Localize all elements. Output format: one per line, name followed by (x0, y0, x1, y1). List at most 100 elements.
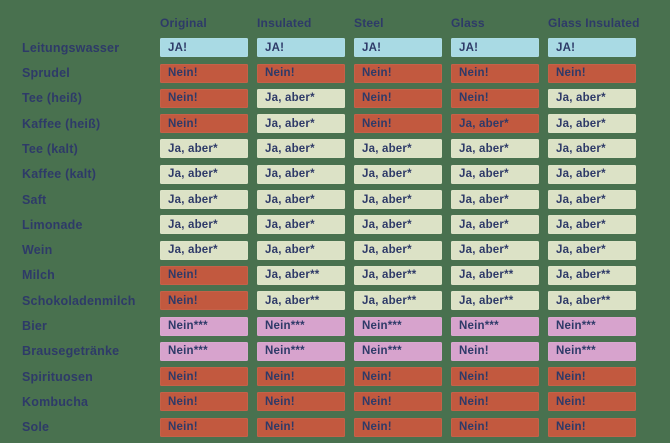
table-cell: Ja, aber* (257, 114, 345, 134)
table-cell: Ja, aber** (354, 265, 442, 285)
table-cell: JA! (548, 38, 636, 58)
row-label: Kombucha (22, 394, 89, 409)
table-cell: Nein! (354, 417, 442, 437)
table-cell: Nein! (548, 392, 636, 412)
column-header-insulated: Insulated (257, 16, 312, 30)
table-cell: Ja, aber* (354, 139, 442, 159)
table-cell: Ja, aber* (160, 139, 248, 159)
table-cell: Nein*** (160, 316, 248, 336)
table-cell: Ja, aber* (451, 139, 539, 159)
table-cell: JA! (354, 38, 442, 58)
row-label: Saft (22, 192, 47, 207)
table-cell: Nein! (160, 265, 248, 285)
table-cell: Ja, aber* (257, 164, 345, 184)
table-cell: Nein! (354, 88, 442, 108)
row-label: Bier (22, 319, 48, 334)
table-cell: Nein! (354, 367, 442, 387)
table-cell: Nein! (451, 63, 539, 83)
table-cell: Ja, aber* (548, 190, 636, 210)
table-cell: Ja, aber* (257, 88, 345, 108)
column-header-glass-insulated: Glass Insulated (548, 16, 640, 30)
table-cell: Nein! (451, 88, 539, 108)
table-cell: Nein! (354, 63, 442, 83)
row-label: Tee (heiß) (22, 91, 83, 106)
table-cell: Ja, aber* (354, 240, 442, 260)
table-cell: Ja, aber* (548, 139, 636, 159)
table-cell: Nein! (160, 291, 248, 311)
table-cell: Nein! (160, 88, 248, 108)
table-cell: Ja, aber* (160, 215, 248, 235)
table-cell: Nein*** (451, 316, 539, 336)
table-cell: Nein! (257, 392, 345, 412)
column-header-original: Original (160, 16, 207, 30)
table-cell: Nein*** (354, 341, 442, 361)
row-label: Schokoladenmilch (22, 293, 136, 308)
table-cell: Ja, aber* (548, 164, 636, 184)
row-label: Tee (kalt) (22, 141, 78, 156)
table-cell: JA! (160, 38, 248, 58)
table-cell: Nein! (160, 114, 248, 134)
row-label: Sprudel (22, 66, 70, 81)
table-cell: Nein*** (548, 341, 636, 361)
table-cell: Nein! (257, 63, 345, 83)
row-label: Milch (22, 268, 55, 283)
table-cell: Nein! (160, 367, 248, 387)
table-cell: Nein! (354, 114, 442, 134)
table-cell: Ja, aber* (160, 164, 248, 184)
table-cell: Nein! (354, 392, 442, 412)
table-cell: Ja, aber* (451, 114, 539, 134)
table-cell: Nein*** (160, 341, 248, 361)
row-label: Sole (22, 420, 50, 435)
table-cell: Ja, aber* (257, 240, 345, 260)
table-cell: Ja, aber* (160, 190, 248, 210)
table-cell: Ja, aber** (257, 265, 345, 285)
row-label: Kaffee (heiß) (22, 116, 101, 131)
table-cell: Ja, aber* (354, 190, 442, 210)
row-label: Leitungswasser (22, 40, 120, 55)
table-cell: Nein! (451, 392, 539, 412)
table-cell: Ja, aber* (451, 215, 539, 235)
table-cell: Ja, aber* (548, 88, 636, 108)
table-cell: Nein! (451, 417, 539, 437)
table-cell: Nein! (160, 392, 248, 412)
row-label: Kaffee (kalt) (22, 167, 97, 182)
table-cell: Ja, aber** (451, 265, 539, 285)
table-cell: Nein! (257, 417, 345, 437)
table-cell: JA! (257, 38, 345, 58)
table-cell: Ja, aber* (354, 164, 442, 184)
table-cell: Ja, aber* (451, 240, 539, 260)
row-label: Wein (22, 243, 53, 258)
table-cell: Nein! (160, 63, 248, 83)
table-cell: Ja, aber* (160, 240, 248, 260)
table-cell: Ja, aber** (354, 291, 442, 311)
table-cell: Ja, aber* (354, 215, 442, 235)
table-cell: Ja, aber* (548, 215, 636, 235)
table-cell: Ja, aber* (548, 240, 636, 260)
table-cell: Ja, aber* (257, 190, 345, 210)
table-cell: Nein*** (548, 316, 636, 336)
table-cell: Nein! (451, 367, 539, 387)
row-label: Brausegetränke (22, 344, 120, 359)
table-cell: Nein! (548, 63, 636, 83)
column-header-glass: Glass (451, 16, 485, 30)
table-cell: Nein*** (354, 316, 442, 336)
table-cell: Ja, aber** (257, 291, 345, 311)
table-cell: Nein*** (257, 316, 345, 336)
table-cell: Ja, aber* (451, 190, 539, 210)
table-cell: Nein! (548, 367, 636, 387)
corner-spacer (22, 8, 151, 32)
table-cell: Ja, aber** (451, 291, 539, 311)
table-cell: Ja, aber* (257, 215, 345, 235)
table-cell: Ja, aber* (548, 114, 636, 134)
column-header-steel: Steel (354, 16, 384, 30)
table-cell: Nein! (160, 417, 248, 437)
row-label: Spirituosen (22, 369, 93, 384)
table-cell: JA! (451, 38, 539, 58)
table-cell: Nein! (257, 367, 345, 387)
drink-compatibility-table: Original Insulated Steel Glass Glass Ins… (22, 8, 670, 437)
table-cell: Nein*** (257, 341, 345, 361)
table-cell: Nein! (548, 417, 636, 437)
table-cell: Ja, aber** (548, 265, 636, 285)
table-cell: Ja, aber* (451, 164, 539, 184)
